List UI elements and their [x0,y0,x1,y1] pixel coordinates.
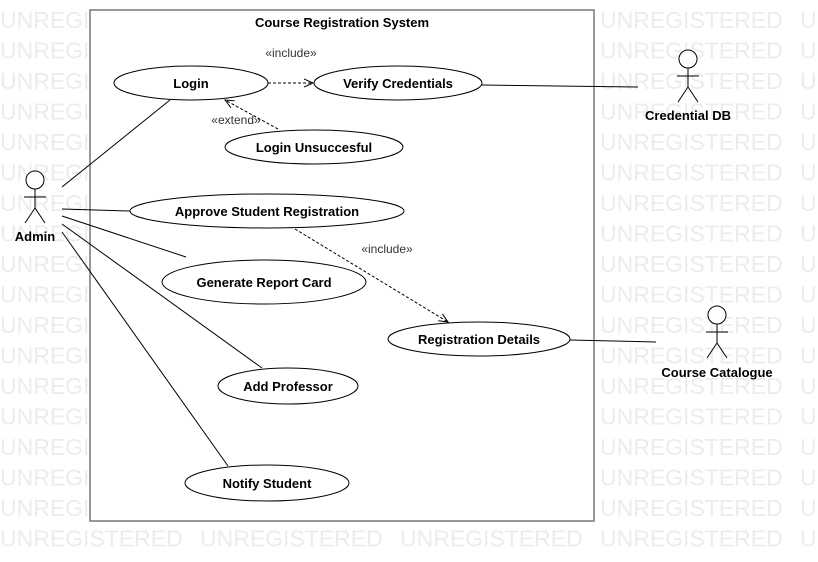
watermark-text: UNREGISTERED [0,526,183,552]
watermark-text: UNREGISTERED [800,465,818,491]
watermark-text: UNREGISTERED [800,160,818,186]
stick-figure-icon [24,170,46,224]
watermark-text: UNREGISTERED [600,495,783,521]
watermark-text: UNREGISTERED [800,373,818,399]
actor-credential-db-label: Credential DB [645,108,731,123]
watermark-text: UNREGISTERED [600,343,783,369]
watermark-text: UNREGISTERED [600,434,783,460]
use-case-add-professor[interactable]: Add Professor [217,367,359,405]
use-case-approve-student-registration-label: Approve Student Registration [175,204,359,219]
watermark-text: UNREGISTERED [600,221,783,247]
watermark-text: UNREGISTERED [600,526,783,552]
extend-label-login: «extend» [211,113,261,127]
stick-figure-icon [706,305,728,359]
watermark-text: UNREGISTERED [800,7,818,33]
stick-figure-icon [677,49,699,103]
watermark-text: UNREGISTERED [600,251,783,277]
use-case-approve-student-registration[interactable]: Approve Student Registration [129,193,405,229]
watermark-text: UNREGISTERED [800,251,818,277]
use-case-registration-details[interactable]: Registration Details [387,321,571,357]
watermark-text: UNREGISTERED [600,68,783,94]
actor-admin[interactable]: Admin [15,170,56,244]
watermark-text: UNREGISTERED [800,434,818,460]
actor-credential-db[interactable]: Credential DB [645,49,731,123]
use-case-generate-report-card-label: Generate Report Card [196,275,331,290]
actor-course-catalogue-label: Course Catalogue [661,365,772,380]
watermark-text: UNREGISTERED [600,404,783,430]
use-case-generate-report-card[interactable]: Generate Report Card [161,259,367,305]
watermark-text: UNREGISTERED [800,312,818,338]
assoc-admin-approve[interactable] [61,208,131,212]
watermark-text: UNREGISTERED [600,465,783,491]
include-label-login: «include» [265,46,317,60]
use-case-login[interactable]: Login [113,65,269,101]
use-case-verify-credentials-label: Verify Credentials [343,76,453,91]
use-case-verify-credentials[interactable]: Verify Credentials [313,65,483,101]
watermark-text: UNREGISTERED [800,221,818,247]
watermark-text: UNREGISTERED [800,343,818,369]
extend-unsuccessful-login[interactable] [225,100,279,130]
actor-course-catalogue[interactable]: Course Catalogue [661,305,773,380]
watermark-text: UNREGISTERED [600,282,783,308]
watermark-text: UNREGISTERED [600,129,783,155]
watermark-text: UNREGISTERED [800,129,818,155]
assoc-details-catalogue[interactable] [569,339,657,343]
use-case-login-unsuccessful-label: Login Unsuccesful [256,140,372,155]
watermark-text: UNREGISTERED [200,526,383,552]
watermark-text: UNREGISTERED [400,526,583,552]
assoc-admin-notify[interactable] [61,231,229,467]
watermark-text: UNREGISTERED [600,373,783,399]
use-case-login-label: Login [173,76,208,91]
assoc-admin-report[interactable] [61,215,187,258]
watermark-text: UNREGISTERED [600,7,783,33]
use-case-notify-student[interactable]: Notify Student [184,464,350,502]
include-label-approve: «include» [361,242,413,256]
watermark-text: UNREGISTERED [600,99,783,125]
watermark-text: UNREGISTERED [800,526,818,552]
assoc-verify-db[interactable] [481,84,639,88]
watermark-text: UNREGISTERED [600,160,783,186]
system-title: Course Registration System [255,15,429,30]
watermark-text: UNREGISTERED [800,68,818,94]
use-case-registration-details-label: Registration Details [418,332,540,347]
use-case-add-professor-label: Add Professor [243,379,333,394]
watermark-text: UNREGISTERED [800,38,818,64]
watermark-text: UNREGISTERED [800,99,818,125]
watermark-text: UNREGISTERED [800,495,818,521]
use-case-notify-student-label: Notify Student [223,476,312,491]
use-case-login-unsuccessful[interactable]: Login Unsuccesful [224,129,404,165]
watermark-text: UNREGISTERED [800,190,818,216]
assoc-admin-professor[interactable] [61,223,263,369]
assoc-admin-login[interactable] [61,99,171,188]
watermark-text: UNREGISTERED [600,190,783,216]
watermark-text: UNREGISTERED [800,282,818,308]
actor-admin-label: Admin [15,229,56,244]
watermark-text: UNREGISTERED [800,404,818,430]
watermark-text: UNREGISTERED [600,312,783,338]
